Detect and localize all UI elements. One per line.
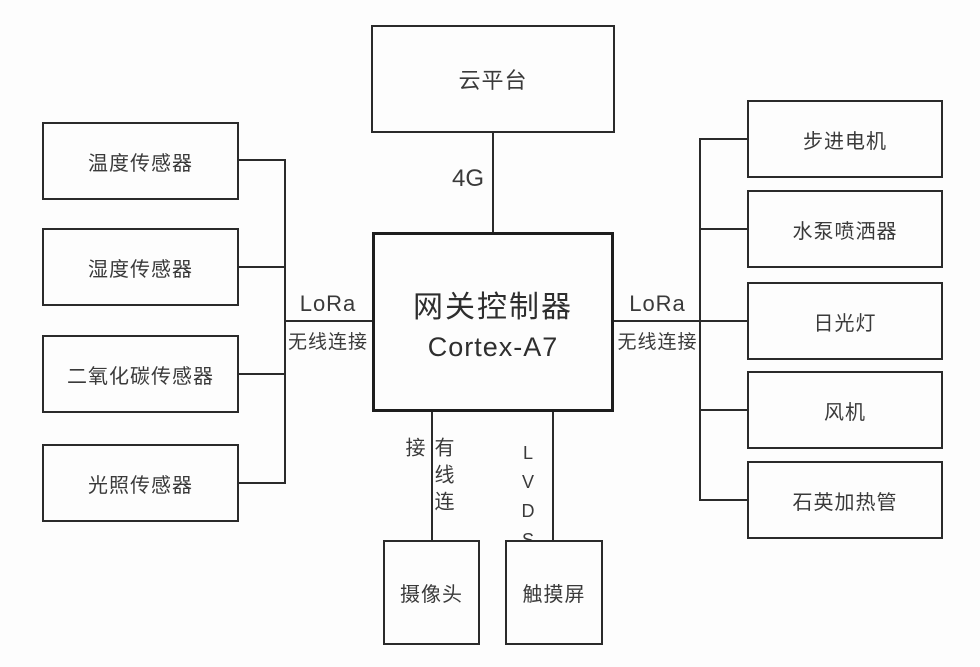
node-cloud-platform: 云平台 <box>371 25 615 133</box>
node-camera: 摄像头 <box>383 540 480 645</box>
right-bus-line <box>699 138 701 501</box>
stub-heater <box>699 499 747 501</box>
node-touchscreen-label: 触摸屏 <box>522 584 586 606</box>
node-co2-sensor-label: 二氧化碳传感器 <box>67 365 214 388</box>
right-link-protocol-label: LoRa <box>629 291 686 316</box>
node-fan: 风机 <box>747 371 943 449</box>
node-light-sensor-label: 光照传感器 <box>88 474 193 497</box>
stub-fan <box>699 409 747 411</box>
node-temperature-sensor-label: 温度传感器 <box>88 152 193 175</box>
node-touchscreen: 触摸屏 <box>505 540 603 645</box>
connector-cloud-gateway <box>492 133 494 232</box>
touchscreen-link-label-lvds: LVDS <box>518 443 538 559</box>
node-camera-label: 摄像头 <box>400 584 463 606</box>
node-light-sensor: 光照传感器 <box>42 444 239 522</box>
stub-co2 <box>239 373 286 375</box>
stub-pump <box>699 228 747 230</box>
node-fluorescent-lamp-label: 日光灯 <box>813 312 877 335</box>
node-quartz-heating-tube-label: 石英加热管 <box>792 491 898 514</box>
right-link-type-label: 无线连接 <box>617 332 698 353</box>
connector-gateway-rightbus <box>614 320 701 322</box>
node-water-pump-sprayer-label: 水泵喷洒器 <box>792 220 898 243</box>
connector-leftbus-gateway <box>284 320 372 322</box>
node-temperature-sensor: 温度传感器 <box>42 122 239 200</box>
node-fluorescent-lamp: 日光灯 <box>747 282 943 360</box>
stub-temperature <box>239 159 286 161</box>
node-co2-sensor: 二氧化碳传感器 <box>42 335 239 413</box>
stub-lamp <box>699 320 747 322</box>
link-label-4g: 4G <box>451 165 484 192</box>
gateway-subtitle: Cortex-A7 <box>427 331 559 362</box>
node-quartz-heating-tube: 石英加热管 <box>747 461 943 539</box>
left-link-protocol-label: LoRa <box>299 291 357 316</box>
node-water-pump-sprayer: 水泵喷洒器 <box>747 190 943 268</box>
stub-stepper <box>699 138 747 140</box>
left-link-type-label: 无线连接 <box>287 332 368 353</box>
stub-humidity <box>239 266 286 268</box>
node-cloud-platform-label: 云平台 <box>458 68 528 93</box>
connector-gateway-camera <box>431 412 433 540</box>
gateway-title: 网关控制器 <box>413 290 573 324</box>
node-fan-label: 风机 <box>824 401 866 424</box>
node-gateway-controller: 网关控制器 Cortex-A7 <box>372 232 614 412</box>
node-humidity-sensor: 湿度传感器 <box>42 228 239 306</box>
stub-light <box>239 482 286 484</box>
camera-link-label-wired: 有线连接 <box>402 437 453 518</box>
gateway-label-group: 网关控制器 Cortex-A7 <box>413 282 573 363</box>
node-humidity-sensor-label: 湿度传感器 <box>88 258 193 281</box>
node-stepper-motor: 步进电机 <box>747 100 943 178</box>
connector-gateway-touchscreen <box>552 412 554 540</box>
node-stepper-motor-label: 步进电机 <box>803 130 887 153</box>
